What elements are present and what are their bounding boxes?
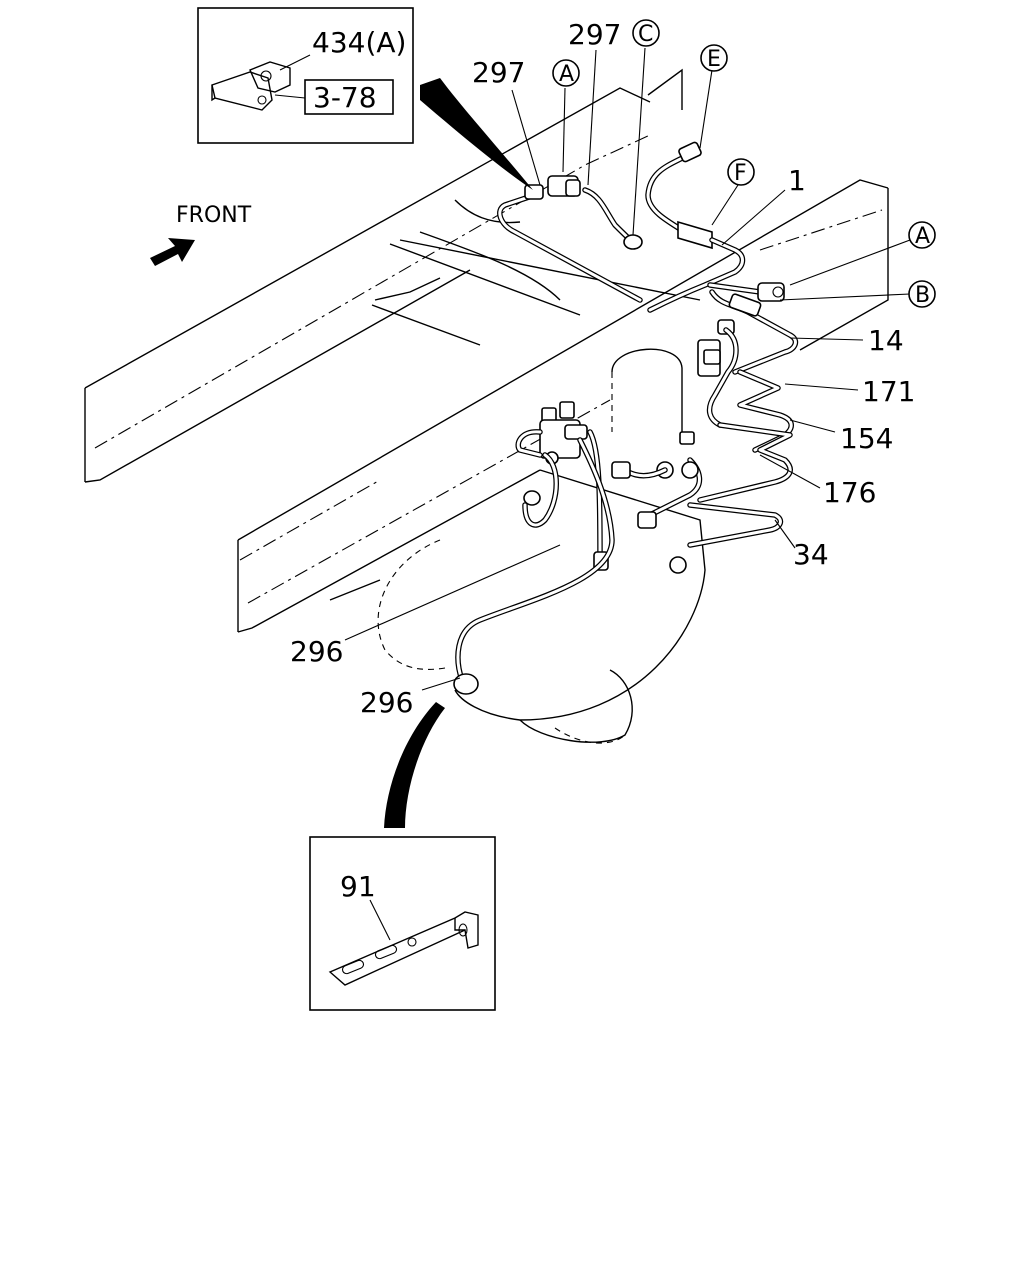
callout-297-right: 297 bbox=[568, 18, 621, 51]
valve-cluster-left bbox=[453, 401, 615, 695]
callout-91: 91 bbox=[340, 870, 376, 903]
marker-a-right-label: A bbox=[915, 224, 930, 249]
front-arrow-icon bbox=[150, 238, 195, 266]
marker-f-mid bbox=[727, 158, 755, 186]
leader-lines bbox=[344, 47, 911, 691]
front-direction-label: FRONT bbox=[176, 203, 252, 228]
callout-176: 176 bbox=[823, 476, 876, 509]
inset-pointer-top bbox=[420, 78, 533, 190]
pipe-297-run bbox=[497, 175, 643, 303]
callout-154: 154 bbox=[840, 422, 893, 455]
connection-markers: A C E F A B bbox=[552, 19, 936, 308]
marker-a-top bbox=[552, 59, 580, 87]
inset-clamp-detail bbox=[197, 7, 414, 144]
callout-434a: 434(A) bbox=[312, 26, 406, 59]
upper-air-tank bbox=[611, 348, 683, 440]
callout-14: 14 bbox=[868, 324, 904, 357]
marker-a-right bbox=[908, 221, 936, 249]
callout-34: 34 bbox=[793, 538, 829, 571]
valve-cluster-right bbox=[611, 319, 794, 574]
marker-b-right bbox=[908, 280, 936, 308]
callout-1: 1 bbox=[788, 164, 806, 197]
callout-171: 171 bbox=[862, 375, 915, 408]
marker-e-top bbox=[700, 44, 728, 72]
inset-pointer-bottom bbox=[384, 702, 445, 828]
marker-b-right-label: B bbox=[915, 283, 930, 308]
callout-297-left: 297 bbox=[472, 56, 525, 89]
main-air-tank bbox=[329, 469, 706, 744]
marker-e-top-label: E bbox=[707, 47, 721, 72]
callout-3-78: 3-78 bbox=[313, 81, 377, 114]
marker-f-mid-label: F bbox=[734, 161, 747, 186]
marker-c-top bbox=[632, 19, 660, 47]
pipe-1-run bbox=[645, 141, 746, 313]
marker-c-top-label: C bbox=[638, 22, 653, 47]
upper-frame-rail bbox=[84, 68, 701, 483]
right-fittings bbox=[707, 282, 799, 375]
callout-296-upper: 296 bbox=[290, 635, 343, 668]
marker-a-top-label: A bbox=[559, 62, 574, 87]
inset-bracket-detail bbox=[309, 836, 496, 1011]
callout-296-lower: 296 bbox=[360, 686, 413, 719]
